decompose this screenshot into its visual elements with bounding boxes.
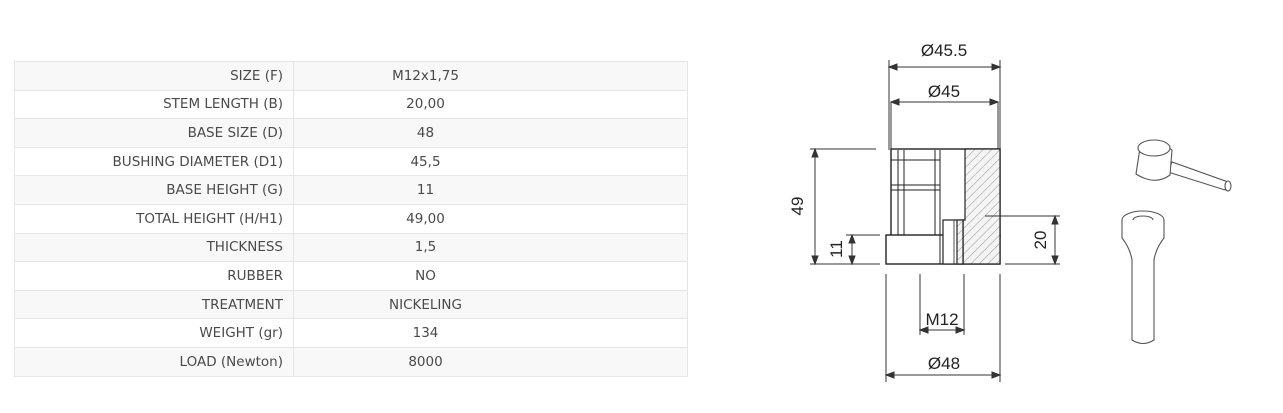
spec-value: 8000: [293, 346, 688, 377]
spec-value: 134: [293, 318, 688, 348]
table-row: BASE SIZE (D) 48: [14, 118, 688, 148]
table-row: SIZE (F) M12x1,75: [14, 61, 688, 91]
spec-label: TREATMENT: [14, 289, 294, 320]
spec-value: 11: [293, 175, 688, 205]
spec-label: STEM LENGTH (B): [14, 89, 294, 120]
pin-shaft: [1167, 161, 1229, 191]
spec-label: WEIGHT (gr): [14, 318, 294, 348]
spec-value: M12x1,75: [293, 61, 688, 91]
dim-label-stem: 20: [1031, 231, 1050, 250]
dimension-total-height: [810, 147, 880, 266]
dimension-thread: [918, 274, 966, 335]
spec-label: BASE SIZE (D): [14, 118, 294, 148]
dim-label-thread: M12: [925, 310, 958, 329]
spec-label: SIZE (F): [14, 61, 294, 91]
spec-label: BASE HEIGHT (G): [14, 175, 294, 205]
table-row: WEIGHT (gr) 134: [14, 318, 688, 348]
spec-value: 20,00: [293, 89, 688, 120]
spec-label: LOAD (Newton): [14, 346, 294, 377]
spec-value: 1,5: [293, 232, 688, 263]
table-row: BASE HEIGHT (G) 11: [14, 175, 688, 205]
spec-label: RUBBER: [14, 261, 294, 291]
spec-value: 48: [293, 118, 688, 148]
section-hatch: [942, 148, 1001, 265]
dim-label-total-height: 49: [788, 197, 807, 216]
table-row: TOTAL HEIGHT (H/H1) 49,00: [14, 203, 688, 234]
dim-label-base-diameter: Ø48: [928, 354, 960, 373]
spec-value: NO: [293, 261, 688, 291]
spec-label: TOTAL HEIGHT (H/H1): [14, 203, 294, 234]
spec-value: 45,5: [293, 146, 688, 177]
table-row: THICKNESS 1,5: [14, 232, 688, 263]
table-row: TREATMENT NICKELING: [14, 289, 688, 320]
dim-label-base-height: 11: [827, 240, 846, 258]
technical-drawing: Ø45.5 Ø45 49: [788, 41, 1060, 382]
spec-value: NICKELING: [293, 289, 688, 320]
spec-value: 49,00: [293, 203, 688, 234]
part-illustration: [1121, 139, 1232, 345]
spec-label: BUSHING DIAMETER (D1): [14, 146, 294, 177]
table-row: RUBBER NO: [14, 261, 688, 291]
dimension-stem: [985, 214, 1060, 266]
dimension-top-inner: [889, 98, 1000, 150]
dimension-top-outer: [887, 60, 1002, 150]
spec-label: THICKNESS: [14, 232, 294, 263]
dim-label-outer-diameter: Ø45.5: [921, 41, 967, 60]
table-row: BUSHING DIAMETER (D1) 45,5: [14, 146, 688, 177]
table-row: LOAD (Newton) 8000: [14, 346, 688, 377]
dimension-base: [884, 274, 1002, 382]
spec-table: SIZE (F) M12x1,75 STEM LENGTH (B) 20,00 …: [14, 61, 688, 377]
dim-label-inner-diameter: Ø45: [928, 82, 960, 101]
table-row: STEM LENGTH (B) 20,00: [14, 89, 688, 120]
dimension-base-height: [846, 233, 880, 266]
